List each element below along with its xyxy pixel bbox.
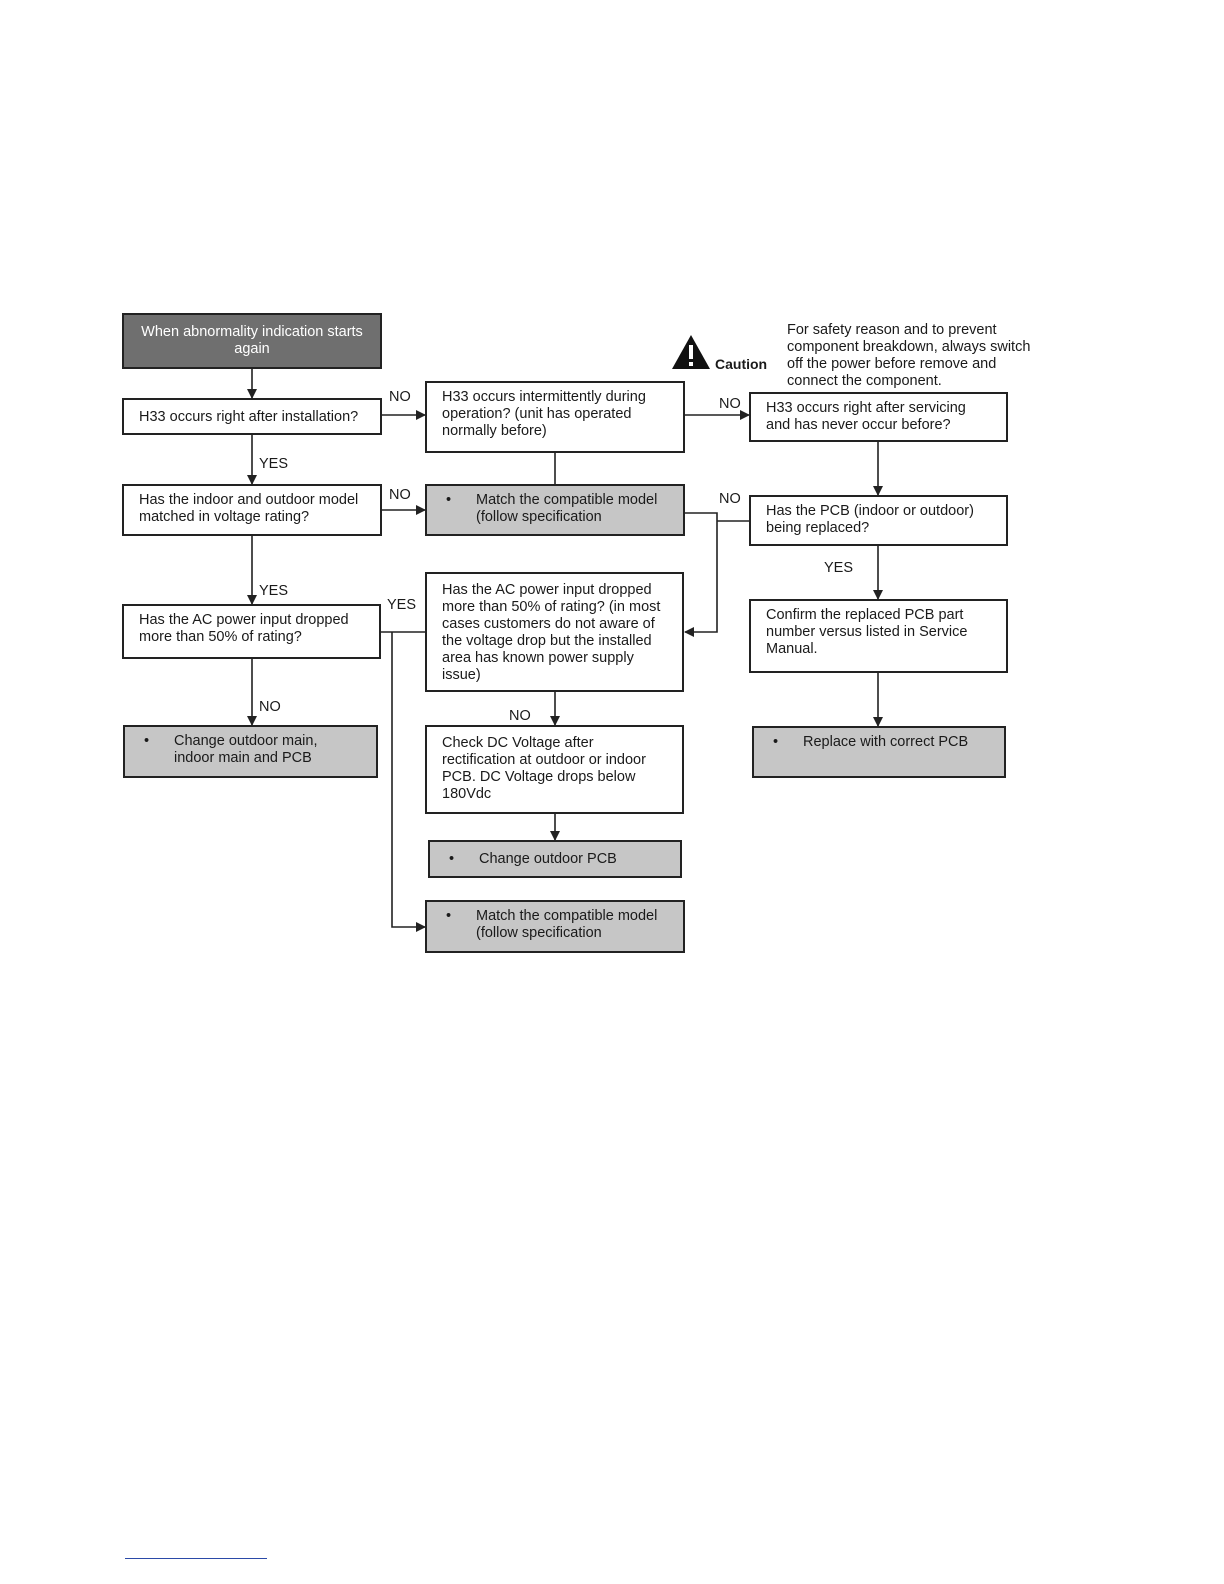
bullet-icon: •	[773, 734, 779, 750]
caution-label: Caution	[715, 356, 768, 372]
edge-label-no: NO	[389, 389, 411, 405]
action-text: Change outdoor PCB	[479, 851, 617, 867]
decision-text: Has the PCB (indoor or outdoor) being re…	[766, 503, 974, 536]
edge-label-no: NO	[719, 491, 741, 507]
bullet-icon: •	[449, 851, 455, 867]
edge-label-no: NO	[719, 396, 741, 412]
action-change-main: • Change outdoor main, indoor main and P…	[123, 725, 378, 778]
bullet-icon: •	[446, 492, 452, 508]
action-match-model-1: • Match the compatible model (follow spe…	[425, 484, 685, 536]
decision-pcb-replaced: Has the PCB (indoor or outdoor) being re…	[749, 495, 1008, 546]
edge-label-yes: YES	[387, 597, 417, 613]
footer-rule	[125, 1558, 267, 1559]
decision-text: Has the AC power input dropped more than…	[442, 582, 661, 683]
decision-after-installation: H33 occurs right after installation?	[122, 398, 382, 435]
decision-check-dc: Check DC Voltage after rectification at …	[425, 725, 684, 814]
edge-label-no: NO	[509, 708, 531, 724]
decision-after-servicing: H33 occurs right after servicing and has…	[749, 392, 1008, 442]
edge-label-yes: YES	[259, 456, 289, 472]
bullet-icon: •	[144, 733, 150, 749]
caution-text: For safety reason and to prevent compone…	[787, 322, 1031, 389]
action-match-model-2: • Match the compatible model (follow spe…	[425, 900, 685, 953]
decision-model-matched: Has the indoor and outdoor model matched…	[122, 484, 382, 536]
decision-text: Confirm the replaced PCB part number ver…	[766, 607, 968, 657]
decision-ac-dropped-left: Has the AC power input dropped more than…	[122, 604, 381, 659]
edge-ac-left-yes-down	[391, 632, 426, 932]
decision-text: H33 occurs right after servicing and has…	[766, 400, 966, 433]
action-text: Match the compatible model (follow speci…	[476, 908, 658, 941]
edge-label-no: NO	[389, 487, 411, 503]
action-change-outdoor-pcb: • Change outdoor PCB	[428, 840, 682, 878]
decision-text: H33 occurs right after installation?	[139, 409, 359, 425]
decision-text: Has the AC power input dropped more than…	[139, 612, 349, 645]
start-node: When abnormality indication starts again	[122, 313, 382, 369]
edge-label-no: NO	[259, 699, 281, 715]
action-text: Change outdoor main, indoor main and PCB	[174, 733, 318, 766]
edge-label-yes: YES	[824, 560, 854, 576]
action-replace-pcb: • Replace with correct PCB	[752, 726, 1006, 778]
decision-text: H33 occurs intermittently during operati…	[442, 389, 646, 439]
decision-ac-dropped-center: Has the AC power input dropped more than…	[425, 572, 684, 692]
action-text: Match the compatible model (follow speci…	[476, 492, 658, 525]
action-text: Replace with correct PCB	[803, 734, 969, 750]
start-node-text: When abnormality indication starts again	[141, 324, 363, 357]
bullet-icon: •	[446, 908, 452, 924]
warning-triangle-icon	[672, 335, 710, 369]
decision-confirm-pcb: Confirm the replaced PCB part number ver…	[749, 599, 1008, 673]
edge-match-to-ac	[684, 512, 718, 637]
decision-text: Has the indoor and outdoor model matched…	[139, 492, 359, 525]
decision-intermittent: H33 occurs intermittently during operati…	[425, 381, 685, 453]
decision-text: Check DC Voltage after rectification at …	[442, 735, 646, 802]
edge-label-yes: YES	[259, 583, 289, 599]
